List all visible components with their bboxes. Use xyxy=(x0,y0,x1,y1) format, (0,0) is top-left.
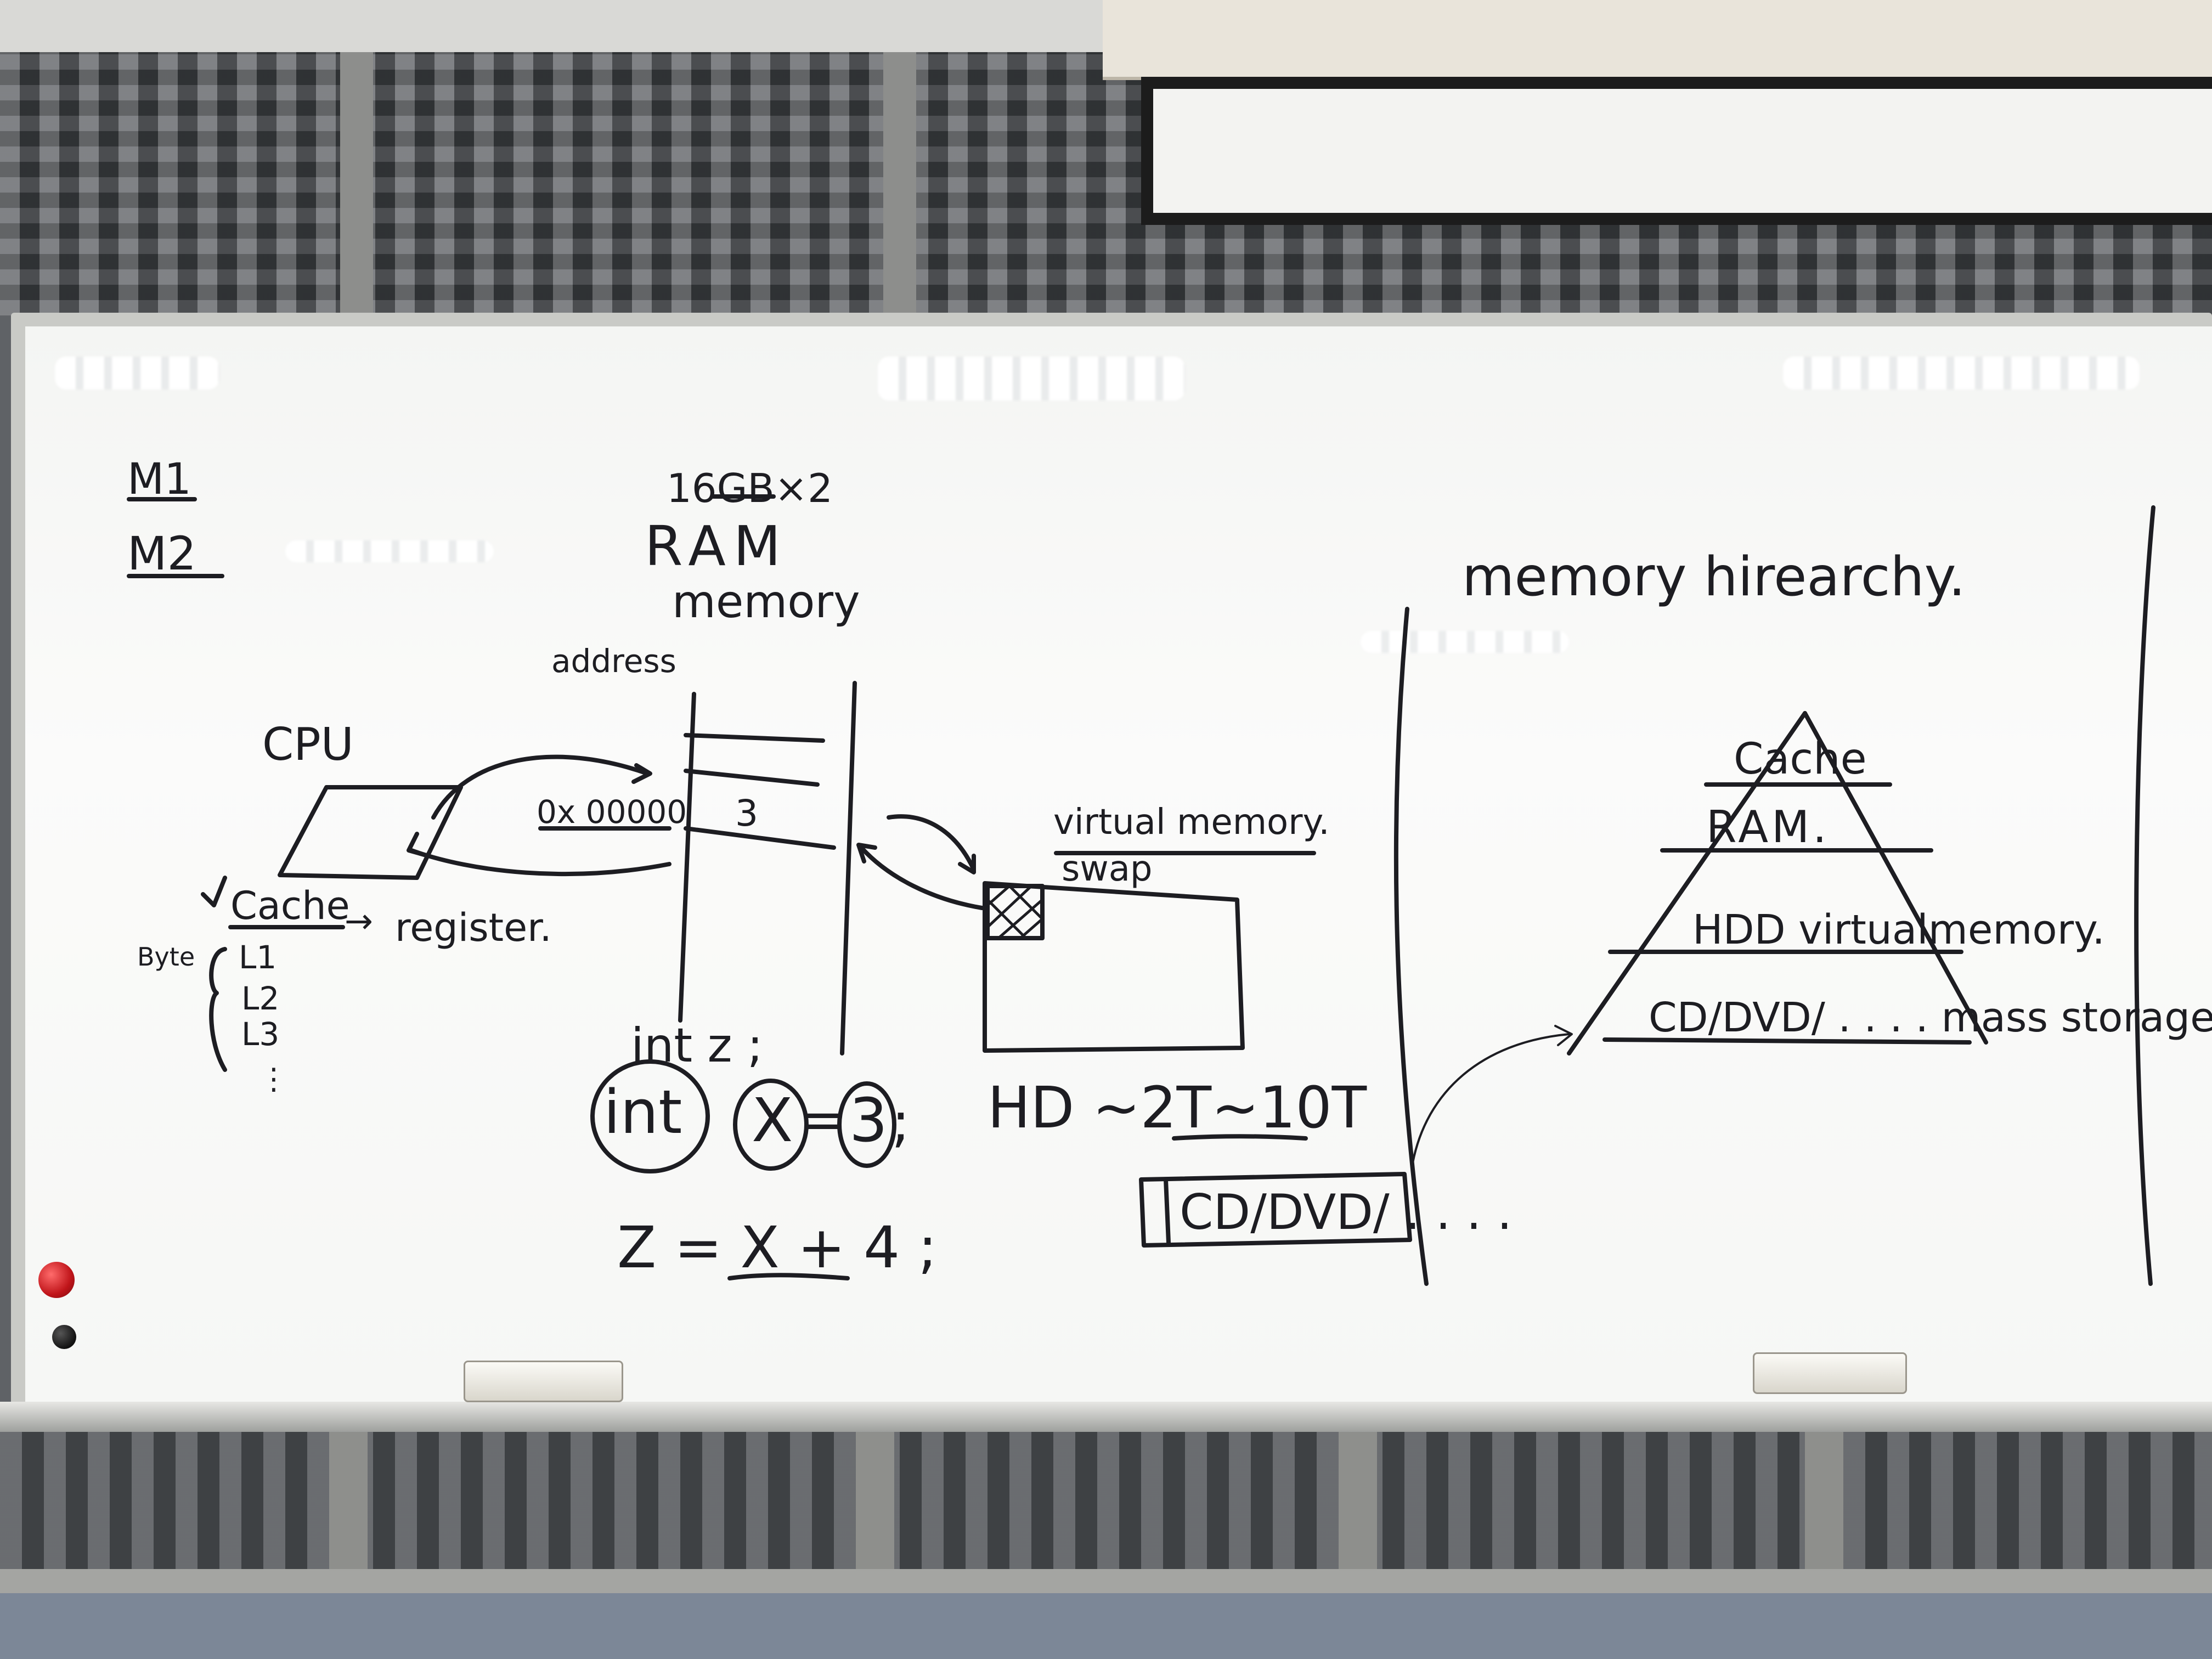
circle-3 xyxy=(837,1081,896,1168)
red-magnet[interactable] xyxy=(38,1262,75,1298)
lower-wall-windows xyxy=(0,1432,2212,1591)
memory-column-left-line xyxy=(678,692,696,1023)
virtual-memory-label: virtual memory. xyxy=(1053,802,1330,843)
right-divider-line xyxy=(2134,505,2155,1286)
marker-tray xyxy=(0,1402,2212,1432)
swap-label: swap xyxy=(1062,849,1153,889)
arrowhead xyxy=(407,832,430,858)
memory-column-right-line xyxy=(840,681,857,1056)
ram-title: RAM xyxy=(645,514,788,578)
window-post xyxy=(856,1432,894,1593)
hd-label: HD ~2T~10T xyxy=(988,1074,1367,1141)
code-type-int: int xyxy=(603,1077,682,1147)
light-reflection xyxy=(285,540,494,562)
eraser-right[interactable] xyxy=(1753,1352,1907,1394)
checkmark xyxy=(201,876,227,907)
window-post xyxy=(1805,1432,1843,1593)
underline-hd xyxy=(1172,1134,1308,1141)
divider-line xyxy=(1393,607,1429,1286)
swap-block xyxy=(985,884,1045,940)
code-line-1: int z ; xyxy=(631,1018,763,1073)
model-m2: M2 xyxy=(127,527,196,580)
arrow-cd-to-pyramid xyxy=(1412,1033,1570,1164)
pyramid-level-storage: CD/DVD/ . . . . mass storage . xyxy=(1649,994,2212,1041)
code-value-3: 3 xyxy=(849,1085,888,1155)
brace xyxy=(209,947,227,1072)
pyramid-left-edge xyxy=(1567,711,1807,1056)
arrow-disk-to-memory xyxy=(859,845,984,910)
byte-label: Byte xyxy=(137,942,195,972)
floor xyxy=(0,1593,2212,1659)
memory-cell-divider xyxy=(684,733,825,743)
arrowhead xyxy=(1554,1025,1573,1046)
arrow-symbol: → xyxy=(345,901,373,941)
pyramid-level-cache: Cache xyxy=(1734,735,1867,784)
memory-title: memory xyxy=(672,576,860,628)
ram-size: 16GB×2 xyxy=(667,465,833,511)
window-post xyxy=(1339,1432,1377,1593)
whiteboard xyxy=(25,326,2212,1402)
arrowhead xyxy=(631,763,652,784)
eraser-left[interactable] xyxy=(464,1361,623,1402)
circle-x xyxy=(733,1079,809,1171)
cpu-chip xyxy=(278,785,463,880)
light-reflection xyxy=(878,357,1185,400)
arrow-cpu-to-memory xyxy=(431,754,650,820)
cd-dvd-label: CD/DVD/ . . . . xyxy=(1180,1184,1512,1240)
cache-level-l2: L2 xyxy=(241,980,279,1017)
hierarchy-title: memory hirearchy. xyxy=(1462,546,1966,608)
light-reflection xyxy=(1361,631,1569,653)
light-reflection xyxy=(1783,357,2140,390)
circle-int xyxy=(590,1059,710,1173)
code-var-x: X xyxy=(752,1085,793,1155)
cache-label: Cache xyxy=(230,883,350,928)
window-rail xyxy=(0,1569,2212,1593)
light-reflection xyxy=(55,357,219,390)
cache-level-more: ⋮ xyxy=(259,1062,289,1096)
arrowhead xyxy=(958,854,976,874)
address-value: 0x 00000 xyxy=(537,793,687,831)
window-frame xyxy=(883,52,916,315)
pyramid-level-hdd: HDD virtualmemory. xyxy=(1692,906,2105,953)
black-magnet[interactable] xyxy=(52,1325,76,1349)
code-semicolon: ; xyxy=(891,1090,910,1154)
pyramid-right-edge xyxy=(1803,711,1988,1045)
cache-level-l3: L3 xyxy=(241,1015,279,1053)
arrow-to-disk xyxy=(887,814,976,872)
memory-cell-divider xyxy=(684,826,836,850)
code-line-3: Z = X + 4 ; xyxy=(617,1214,937,1281)
memory-cell-value: 3 xyxy=(735,792,758,834)
window-post xyxy=(329,1432,368,1593)
cpu-label: CPU xyxy=(262,719,354,771)
pyramid-divider xyxy=(1602,1037,1972,1045)
register-label: register. xyxy=(395,905,552,950)
arrow-memory-to-cpu xyxy=(409,848,672,877)
projector-screen xyxy=(1141,77,2212,225)
cd-box-tick xyxy=(1164,1177,1171,1245)
disk-box xyxy=(983,881,1245,1053)
pyramid-level-ram: RAM. xyxy=(1706,802,1830,853)
swap-hatching xyxy=(986,884,1044,940)
cache-level-l1: L1 xyxy=(239,939,276,976)
arrowhead xyxy=(856,843,877,864)
address-label: address xyxy=(551,642,676,680)
code-equals: = xyxy=(801,1087,847,1152)
cd-dvd-box xyxy=(1139,1172,1412,1248)
window-frame xyxy=(340,52,373,315)
memory-cell-divider xyxy=(684,769,820,787)
model-m1: M1 xyxy=(127,455,191,504)
underline-x-plus-4 xyxy=(727,1273,850,1280)
